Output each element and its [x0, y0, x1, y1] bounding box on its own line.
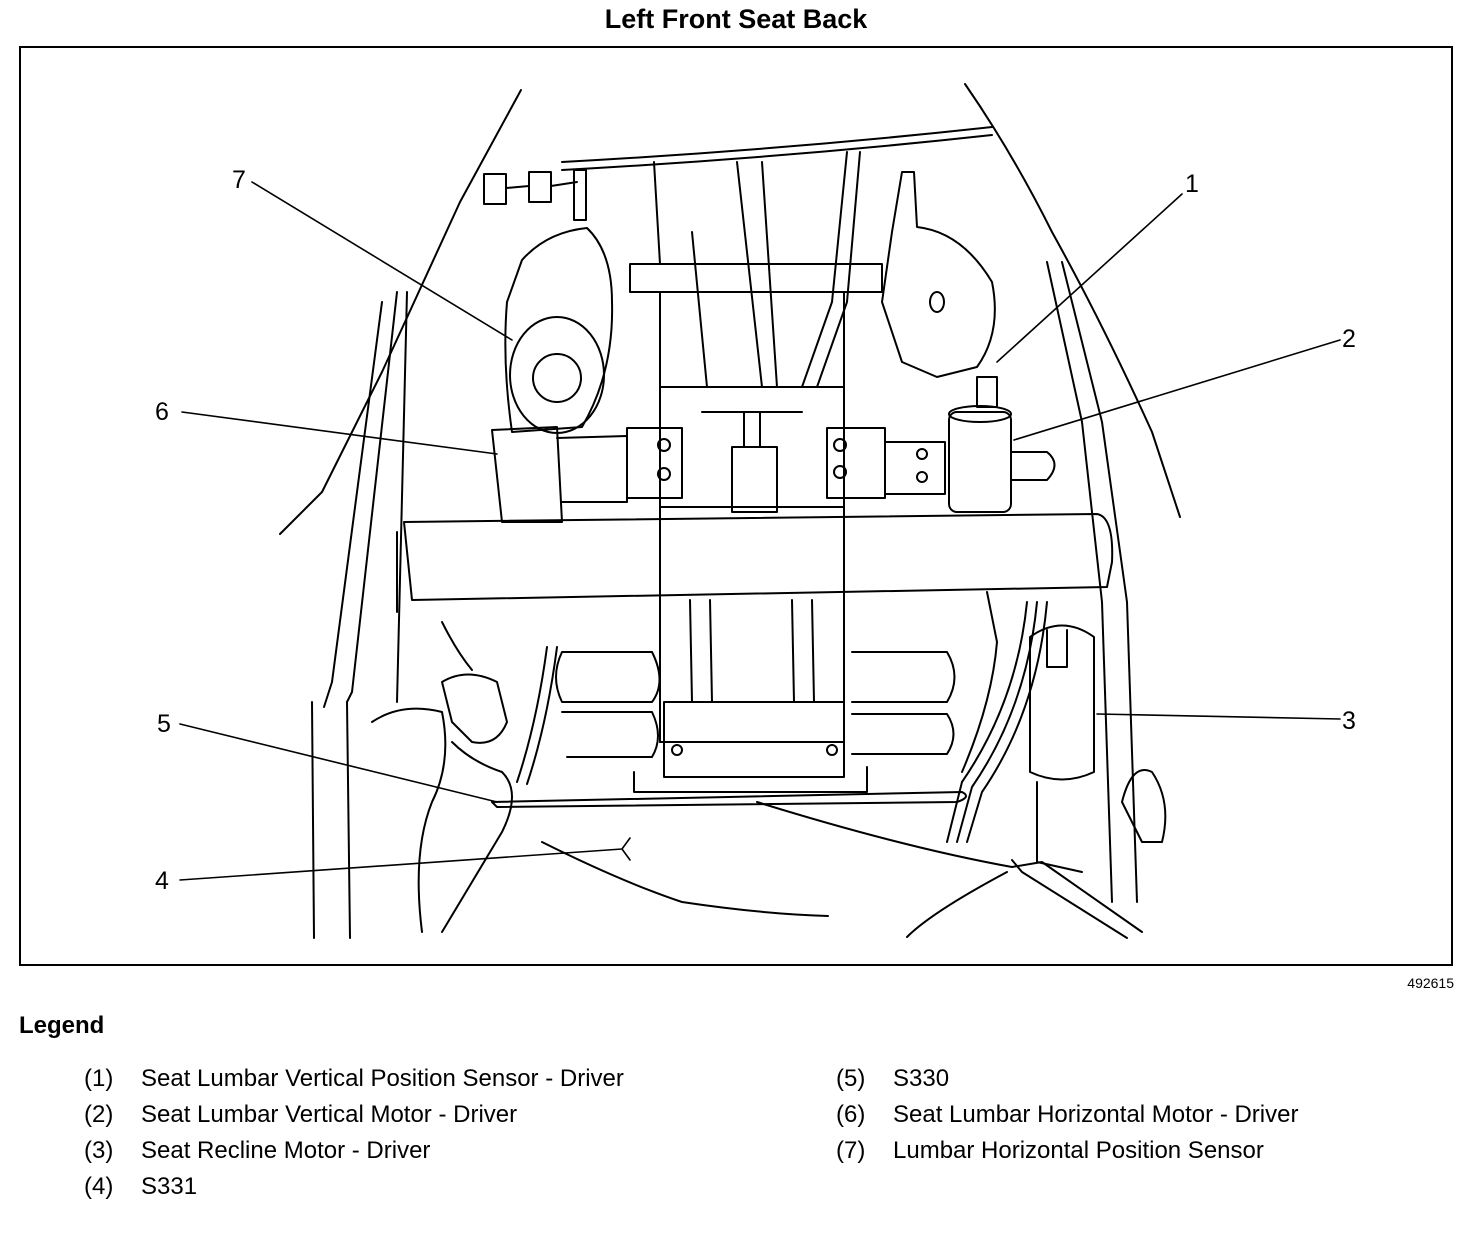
- lumbar-horizontal-motor-body: [491, 426, 563, 523]
- legend-item: (4) S331: [84, 1172, 684, 1201]
- legend-item: (3) Seat Recline Motor - Driver: [84, 1136, 684, 1165]
- legend-item-number: (4): [84, 1173, 114, 1200]
- motor-bracket-right: [826, 427, 886, 499]
- legend-item-number: (7): [836, 1137, 866, 1164]
- legend-item: (6) Seat Lumbar Horizontal Motor - Drive…: [836, 1100, 1436, 1129]
- legend-item-text: Seat Lumbar Vertical Motor - Driver: [141, 1101, 518, 1128]
- lumbar-horizontal-sensor-hub: [532, 353, 582, 403]
- leader-6: [181, 411, 498, 455]
- lumbar-upper-plate: [629, 263, 883, 293]
- legend-item-text: Lumbar Horizontal Position Sensor: [893, 1137, 1264, 1164]
- callout-4: 4: [155, 867, 169, 895]
- lumbar-vertical-sensor-plug: [976, 376, 998, 408]
- legend-item-text: S331: [141, 1173, 198, 1200]
- callout-1: 1: [1185, 170, 1199, 198]
- callout-7: 7: [232, 166, 246, 194]
- wire-harness-right: [946, 601, 1028, 843]
- legend-item: (2) Seat Lumbar Vertical Motor - Driver: [84, 1100, 684, 1129]
- legend-heading: Legend: [19, 1012, 105, 1039]
- leader-5: [179, 723, 498, 803]
- leader-7: [251, 181, 513, 341]
- lumbar-horizontal-sensor-ring: [509, 316, 605, 434]
- legend-item: (5) S330: [836, 1064, 1436, 1093]
- legend-item-text: S330: [893, 1065, 950, 1092]
- seat-frame-left-edge: [279, 89, 522, 535]
- figure-id: 492615: [1407, 975, 1454, 991]
- right-frame-rail: [1046, 261, 1113, 903]
- lumbar-horizontal-sensor-housing: [504, 227, 614, 433]
- legend-column-left: (1) Seat Lumbar Vertical Position Sensor…: [84, 1064, 684, 1208]
- seat-top-rail: [561, 126, 993, 163]
- lumbar-cross-bracket: [659, 386, 845, 508]
- legend-item-number: (5): [836, 1065, 866, 1092]
- diagram-title: Left Front Seat Back: [604, 4, 868, 34]
- legend-item-text: Seat Recline Motor - Driver: [141, 1137, 431, 1164]
- legend-item-number: (3): [84, 1137, 114, 1164]
- connector-left: [441, 673, 508, 744]
- leader-1: [996, 193, 1183, 363]
- seat-recline-motor: [1029, 624, 1095, 781]
- legend-item-number: (1): [84, 1065, 114, 1092]
- lower-frame-plate: [659, 599, 845, 743]
- leader-2: [1013, 339, 1341, 441]
- diagram-frame: 1 2 3 4 5 6 7: [19, 46, 1453, 966]
- top-bolt-2: [528, 171, 552, 203]
- seat-cross-beam: [403, 513, 1114, 601]
- legend-column-right: (5) S330 (6) Seat Lumbar Horizontal Moto…: [836, 1064, 1436, 1172]
- callout-leaders: [179, 181, 1341, 881]
- lumbar-vertical-motor-body: [948, 411, 1012, 513]
- lumbar-vertical-sensor-plate: [881, 171, 996, 378]
- legend-item-number: (2): [84, 1101, 114, 1128]
- motor-bracket-left: [626, 427, 683, 499]
- legend-item: (7) Lumbar Horizontal Position Sensor: [836, 1136, 1436, 1165]
- callout-5: 5: [157, 710, 171, 738]
- top-bolt-1: [483, 173, 507, 205]
- leader-3: [1096, 713, 1341, 720]
- callout-3: 3: [1342, 707, 1356, 735]
- legend-item-number: (6): [836, 1101, 866, 1128]
- seat-back-illustration: 1 2 3 4 5 6 7: [155, 83, 1356, 939]
- seat-frame-right-edge: [964, 83, 1181, 518]
- wire-harness-left: [516, 646, 548, 783]
- bottom-rail: [491, 791, 967, 808]
- callout-2: 2: [1342, 325, 1356, 353]
- legend-item-text: Seat Lumbar Vertical Position Sensor - D…: [141, 1065, 624, 1092]
- left-frame-rail: [323, 301, 383, 708]
- leader-4: [179, 837, 631, 881]
- legend-item-text: Seat Lumbar Horizontal Motor - Driver: [893, 1101, 1299, 1128]
- callout-6: 6: [155, 398, 169, 426]
- legend-item: (1) Seat Lumbar Vertical Position Sensor…: [84, 1064, 684, 1093]
